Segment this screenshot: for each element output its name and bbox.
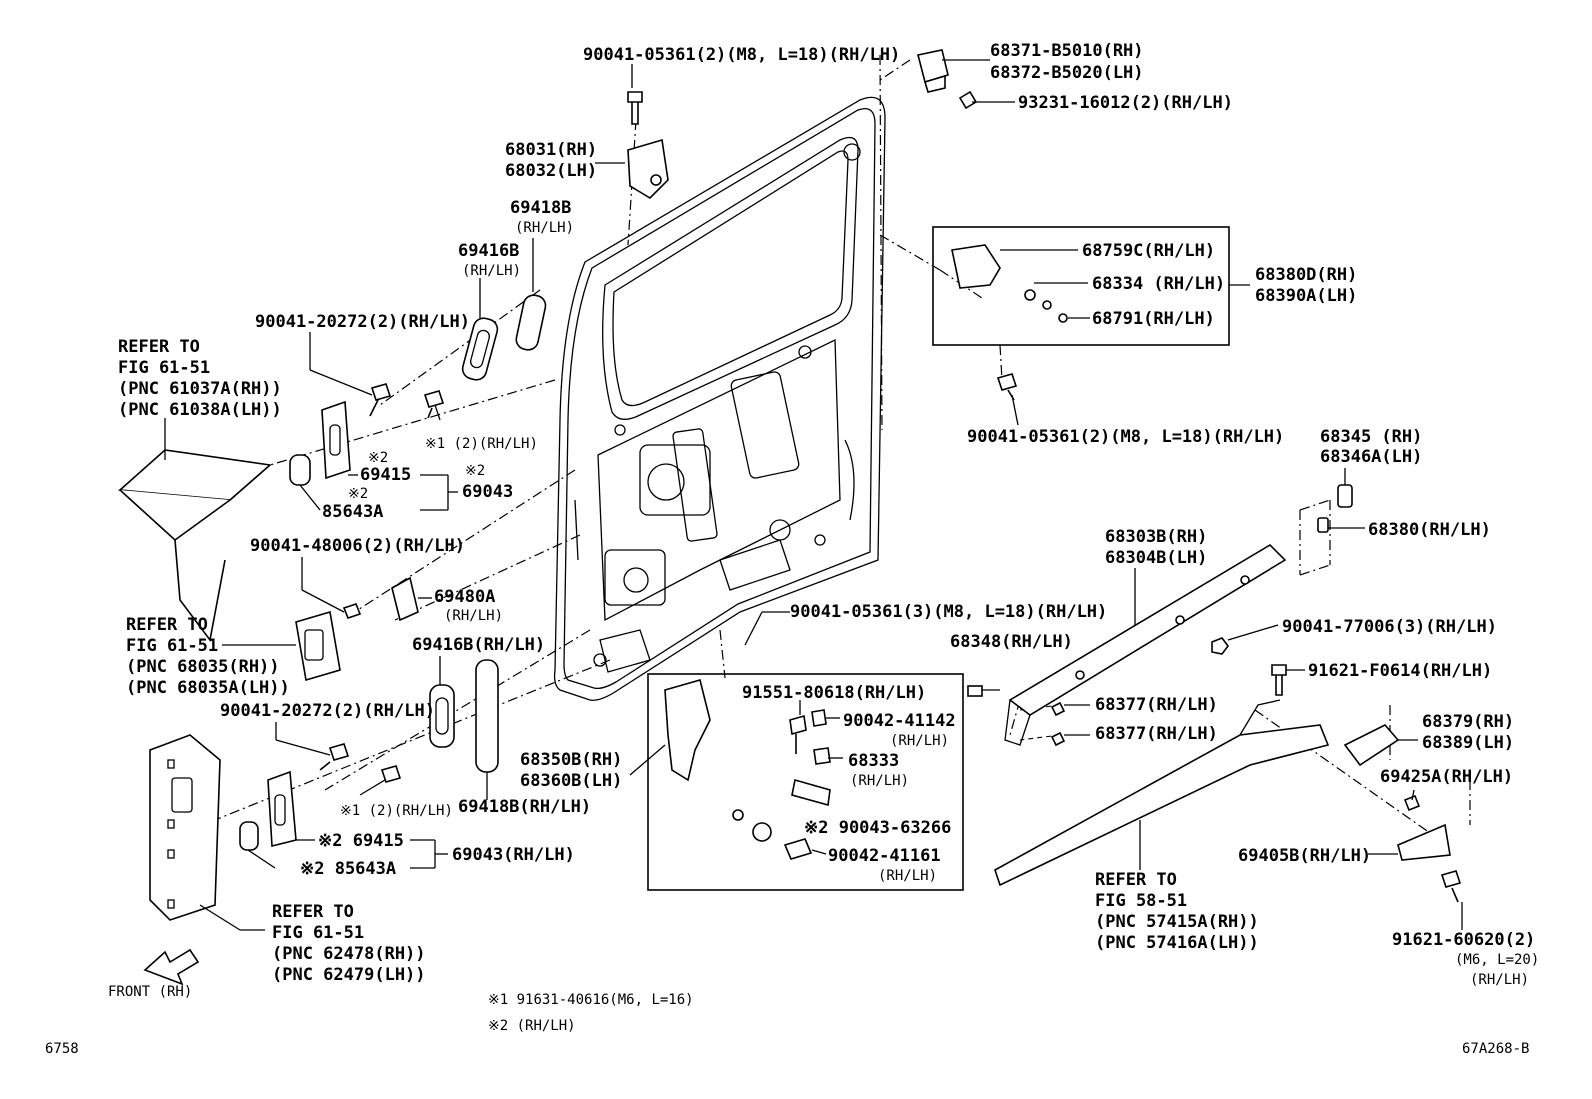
- label-68304b: 68304B(LH): [1105, 548, 1207, 568]
- label-90041-48006: 90041-48006(2)(RH/LH): [250, 536, 465, 556]
- label-69043-upper: 69043: [462, 482, 513, 502]
- label-90041-20272-upper: 90041-20272(2)(RH/LH): [255, 312, 470, 332]
- label-68389: 68389(LH): [1422, 733, 1514, 753]
- label-69415-lower: ※2 69415: [318, 831, 404, 851]
- label-68303b: 68303B(RH): [1105, 527, 1207, 547]
- label-91621-60620: 91621-60620(2): [1392, 930, 1535, 950]
- label-68390a: 68390A(LH): [1255, 286, 1357, 306]
- label-refer-to-3: REFER TO: [272, 902, 354, 922]
- label-note2-c: ※2: [348, 486, 368, 502]
- label-69425a: 69425A(RH/LH): [1380, 767, 1513, 787]
- label-91621-60620-spec: (M6, L=20): [1455, 952, 1539, 968]
- label-pnc-62479: (PNC 62479(LH)): [272, 965, 426, 985]
- label-90041-20272-lower: 90041-20272(2)(RH/LH): [220, 701, 435, 721]
- label-68377-b: 68377(RH/LH): [1095, 724, 1218, 744]
- label-90042-41142: 90042-41142: [843, 711, 956, 731]
- label-pnc-57416a: (PNC 57416A(LH)): [1095, 933, 1259, 953]
- label-pnc-68035: (PNC 68035(RH)): [126, 657, 280, 677]
- label-90041-05361-right: 90041-05361(2)(M8, L=18)(RH/LH): [967, 427, 1284, 447]
- label-68380: 68380(RH/LH): [1368, 520, 1491, 540]
- label-69416b-lower: 69416B(RH/LH): [412, 635, 545, 655]
- label-68333-side: (RH/LH): [850, 773, 909, 789]
- label-fig-61-51-2: FIG 61-51: [126, 636, 218, 656]
- label-68377-a: 68377(RH/LH): [1095, 695, 1218, 715]
- label-footnote-2: ※2 (RH/LH): [488, 1018, 576, 1034]
- label-fig-61-51-1: FIG 61-51: [118, 358, 210, 378]
- label-refer-to-2: REFER TO: [126, 615, 208, 635]
- label-front-rh: FRONT (RH): [108, 984, 192, 1000]
- label-68031: 68031(RH): [505, 140, 597, 160]
- label-93231-16012: 93231-16012(2)(RH/LH): [1018, 93, 1233, 113]
- label-fig-58-51: FIG 58-51: [1095, 891, 1187, 911]
- label-68379: 68379(RH): [1422, 712, 1514, 732]
- label-69418b-upper: 69418B: [510, 198, 571, 218]
- label-69418b-lower: 69418B(RH/LH): [458, 797, 591, 817]
- label-diagram-code: 67A268-B: [1462, 1041, 1529, 1057]
- label-69418b-upper-side: (RH/LH): [515, 220, 574, 236]
- label-68345: 68345 (RH): [1320, 427, 1422, 447]
- label-85643a-upper: 85643A: [322, 502, 383, 522]
- leader-lines: [164, 59, 1463, 931]
- label-note2-b: ※2: [465, 463, 485, 479]
- label-fig-61-51-3: FIG 61-51: [272, 923, 364, 943]
- label-69043-lower: 69043(RH/LH): [452, 845, 575, 865]
- label-68372-b5020: 68372-B5020(LH): [990, 63, 1144, 83]
- label-footnote-1: ※1 91631-40616(M6, L=16): [488, 992, 694, 1008]
- label-69415-upper: 69415: [360, 465, 411, 485]
- label-68371-b5010: 68371-B5010(RH): [990, 41, 1144, 61]
- label-90042-41161-side: (RH/LH): [878, 868, 937, 884]
- label-90042-41142-side: (RH/LH): [890, 733, 949, 749]
- label-pnc-68035a: (PNC 68035A(LH)): [126, 678, 290, 698]
- label-68360b: 68360B(LH): [520, 771, 622, 791]
- label-68348: 68348(RH/LH): [950, 632, 1073, 652]
- label-refer-to-1: REFER TO: [118, 337, 200, 357]
- label-90042-41161: 90042-41161: [828, 846, 941, 866]
- label-68759c: 68759C(RH/LH): [1082, 241, 1215, 261]
- label-91621-60620-side: (RH/LH): [1470, 972, 1529, 988]
- label-68333: 68333: [848, 751, 899, 771]
- label-note1-upper: ※1 (2)(RH/LH): [425, 436, 538, 452]
- label-90043-63266: ※2 90043-63266: [804, 818, 951, 838]
- label-69405b: 69405B(RH/LH): [1238, 846, 1371, 866]
- label-90041-77006: 90041-77006(3)(RH/LH): [1282, 617, 1497, 637]
- part-labels: 90041-05361(2)(M8, L=18)(RH/LH) 68371-B5…: [45, 41, 1539, 1057]
- label-69416b-upper: 69416B: [458, 241, 519, 261]
- label-90041-05361-mid: 90041-05361(3)(M8, L=18)(RH/LH): [790, 602, 1107, 622]
- label-69480a-side: (RH/LH): [444, 608, 503, 624]
- label-91551-80618: 91551-80618(RH/LH): [742, 683, 926, 703]
- label-note2-a: ※2: [368, 450, 388, 466]
- door-panel-drawing: [553, 96, 886, 701]
- label-90041-05361-top: 90041-05361(2)(M8, L=18)(RH/LH): [583, 45, 900, 65]
- label-85643a-lower: ※2 85643A: [300, 859, 396, 879]
- label-68791: 68791(RH/LH): [1092, 309, 1215, 329]
- label-68380d: 68380D(RH): [1255, 265, 1357, 285]
- label-69480a: 69480A: [434, 587, 495, 607]
- label-68032: 68032(LH): [505, 161, 597, 181]
- label-note1-lower: ※1 (2)(RH/LH): [340, 803, 453, 819]
- label-pnc-61038a: (PNC 61038A(LH)): [118, 400, 282, 420]
- label-91621-f0614: 91621-F0614(RH/LH): [1308, 661, 1492, 681]
- label-69416b-upper-side: (RH/LH): [462, 263, 521, 279]
- label-pnc-61037a: (PNC 61037A(RH)): [118, 379, 282, 399]
- label-pnc-62478: (PNC 62478(RH)): [272, 944, 426, 964]
- label-pnc-57415a: (PNC 57415A(RH)): [1095, 912, 1259, 932]
- label-refer-to-4: REFER TO: [1095, 870, 1177, 890]
- label-page-number: 6758: [45, 1041, 79, 1057]
- label-68346a: 68346A(LH): [1320, 447, 1422, 467]
- label-68350b: 68350B(RH): [520, 750, 622, 770]
- label-68334: 68334 (RH/LH): [1092, 274, 1225, 294]
